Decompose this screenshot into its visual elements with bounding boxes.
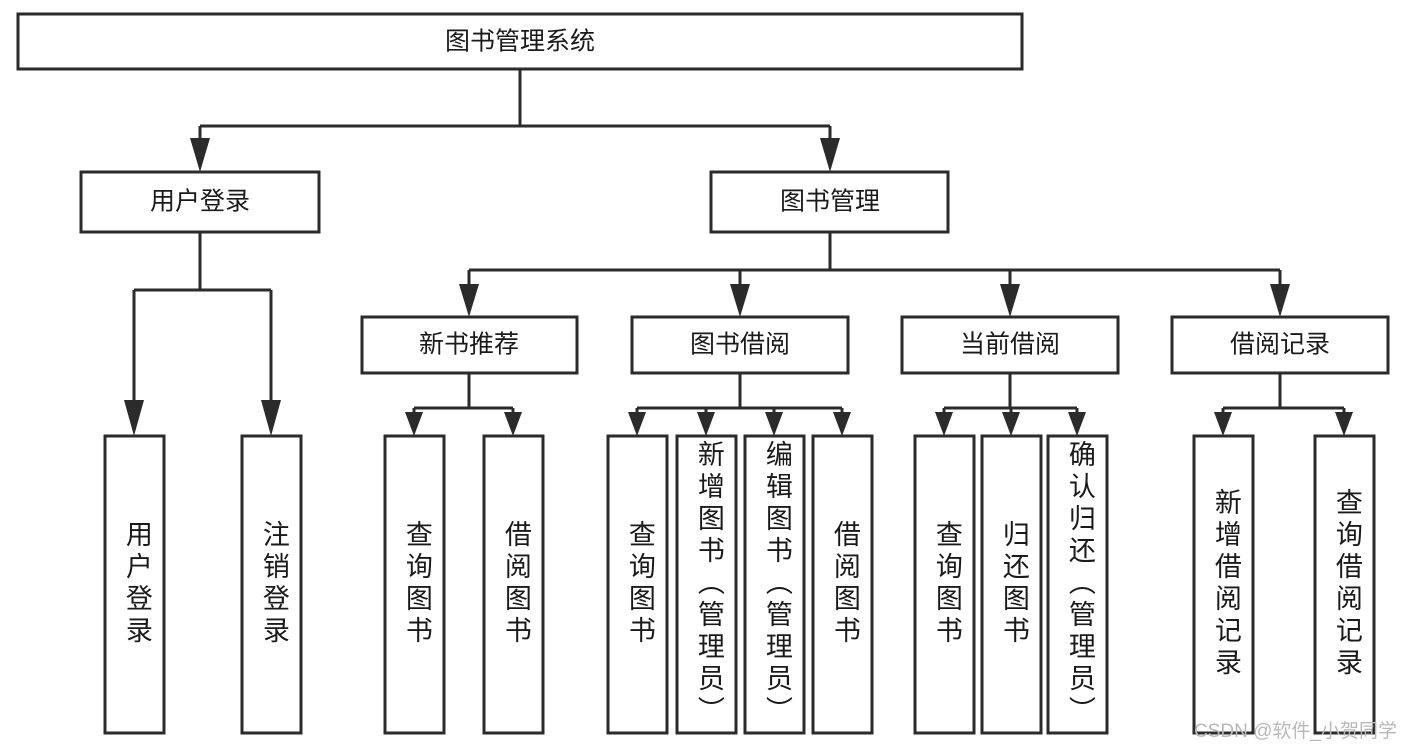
- connector-group-newbook-to-leaves: [405, 373, 522, 436]
- node-box-borrow-record[interactable]: [1170, 315, 1390, 375]
- node-box-book-management[interactable]: [709, 170, 950, 234]
- node-label-book-borrow: 图书借阅: [690, 331, 790, 359]
- arrowhead-c1: [935, 412, 953, 436]
- node-label-leaf-add-borrow-record: 新增借阅记录: [1211, 488, 1242, 680]
- node-label-leaf-confirm-return-admin: 确认归还（管理员）: [1065, 440, 1096, 728]
- node-box-leaf-edit-book-admin[interactable]: [743, 434, 806, 735]
- connector-group-current-to-leaves: [935, 373, 1086, 436]
- node-box-leaf-query-book-nb[interactable]: [383, 434, 446, 735]
- node-label-leaf-query-book-nb: 查询图书: [402, 520, 433, 648]
- node-box-leaf-add-borrow-record[interactable]: [1192, 434, 1255, 735]
- node-user-login[interactable]: 用户登录: [79, 170, 321, 234]
- arrowhead-b1: [628, 412, 646, 436]
- node-label-book-management: 图书管理: [780, 188, 880, 216]
- node-leaf-borrow-book-nb[interactable]: 借阅图书: [482, 434, 545, 735]
- node-root-system[interactable]: 图书管理系统: [16, 12, 1024, 71]
- node-leaf-query-book-cb[interactable]: 查询图书: [913, 434, 976, 735]
- node-leaf-user-login[interactable]: 用户登录: [103, 434, 166, 735]
- node-label-leaf-return-book: 归还图书: [999, 520, 1030, 648]
- connector-group-root-to-level2: [190, 69, 840, 172]
- arrowhead-book-manage: [820, 138, 840, 172]
- node-book-borrow[interactable]: 图书借阅: [630, 315, 850, 375]
- arrowhead-b2: [697, 412, 715, 436]
- node-borrow-record[interactable]: 借阅记录: [1170, 315, 1390, 375]
- arrowhead-leaf-logout: [261, 400, 281, 436]
- node-box-leaf-query-borrow-record[interactable]: [1313, 434, 1376, 735]
- arrowhead-r1: [1214, 412, 1232, 436]
- node-leaf-edit-book-admin[interactable]: 编辑图书（管理员）: [743, 434, 806, 735]
- arrowhead-b4: [833, 412, 851, 436]
- node-label-leaf-query-borrow-record: 查询借阅记录: [1332, 488, 1363, 680]
- arrowhead-r2: [1335, 412, 1353, 436]
- node-leaf-confirm-return-admin[interactable]: 确认归还（管理员）: [1046, 434, 1109, 735]
- node-box-new-book-recommend[interactable]: [360, 315, 579, 375]
- arrowhead-newbook: [459, 284, 479, 317]
- node-label-leaf-add-book-admin: 新增图书（管理员）: [694, 440, 725, 728]
- arrowhead-c3: [1068, 412, 1086, 436]
- node-label-current-borrow: 当前借阅: [960, 331, 1060, 359]
- node-label-leaf-query-book-bb: 查询图书: [625, 520, 656, 648]
- arrowhead-c2: [1002, 412, 1020, 436]
- arrowhead-nb1: [405, 412, 423, 436]
- node-leaf-logout[interactable]: 注销登录: [240, 434, 303, 735]
- arrowhead-b3: [765, 412, 783, 436]
- node-label-leaf-edit-book-admin: 编辑图书（管理员）: [762, 440, 793, 728]
- arrowhead-leaf-userlogin: [124, 400, 144, 436]
- node-box-leaf-add-book-admin[interactable]: [675, 434, 738, 735]
- node-box-leaf-return-book[interactable]: [980, 434, 1043, 735]
- node-box-book-borrow[interactable]: [630, 315, 850, 375]
- arrowhead-current: [1000, 284, 1020, 317]
- connector-group-record-to-leaves: [1214, 373, 1353, 436]
- node-leaf-add-book-admin[interactable]: 新增图书（管理员）: [675, 434, 738, 735]
- node-box-leaf-user-login[interactable]: [103, 434, 166, 735]
- node-label-leaf-user-login: 用户登录: [122, 520, 153, 648]
- node-label-leaf-borrow-book-bb: 借阅图书: [830, 520, 861, 648]
- node-leaf-add-borrow-record[interactable]: 新增借阅记录: [1192, 434, 1255, 735]
- node-box-leaf-borrow-book-nb[interactable]: [482, 434, 545, 735]
- node-label-borrow-record: 借阅记录: [1230, 331, 1330, 359]
- node-box-leaf-query-book-bb[interactable]: [606, 434, 669, 735]
- node-box-leaf-confirm-return-admin[interactable]: [1046, 434, 1109, 735]
- node-box-current-borrow[interactable]: [900, 315, 1120, 375]
- node-leaf-return-book[interactable]: 归还图书: [980, 434, 1043, 735]
- node-leaf-borrow-book-bb[interactable]: 借阅图书: [811, 434, 874, 735]
- node-new-book-recommend[interactable]: 新书推荐: [360, 315, 579, 375]
- arrowhead-borrow: [730, 284, 750, 317]
- node-current-borrow[interactable]: 当前借阅: [900, 315, 1120, 375]
- node-label-user-login: 用户登录: [150, 188, 250, 216]
- node-label-root: 图书管理系统: [445, 28, 595, 56]
- arrowhead-record: [1270, 284, 1290, 317]
- node-leaf-query-book-nb[interactable]: 查询图书: [383, 434, 446, 735]
- node-box-user-login[interactable]: [79, 170, 321, 234]
- connector-group-borrow-to-leaves: [628, 373, 851, 436]
- node-label-leaf-query-book-cb: 查询图书: [932, 520, 963, 648]
- node-book-management[interactable]: 图书管理: [709, 170, 950, 234]
- node-box-leaf-query-book-cb[interactable]: [913, 434, 976, 735]
- node-label-leaf-logout: 注销登录: [259, 520, 290, 648]
- node-label-new-book-recommend: 新书推荐: [419, 331, 519, 359]
- node-label-leaf-borrow-book-nb: 借阅图书: [501, 520, 532, 648]
- connector-group-bookmanage-to-level3: [459, 232, 1290, 317]
- connector-group-userlogin-to-leaves: [124, 232, 281, 436]
- arrowhead-user-login: [190, 138, 210, 172]
- node-box-leaf-borrow-book-bb[interactable]: [811, 434, 874, 735]
- node-box-leaf-logout[interactable]: [240, 434, 303, 735]
- node-leaf-query-borrow-record[interactable]: 查询借阅记录: [1313, 434, 1376, 735]
- arrowhead-nb2: [504, 412, 522, 436]
- node-leaf-query-book-bb[interactable]: 查询图书: [606, 434, 669, 735]
- node-box-root[interactable]: [16, 12, 1024, 71]
